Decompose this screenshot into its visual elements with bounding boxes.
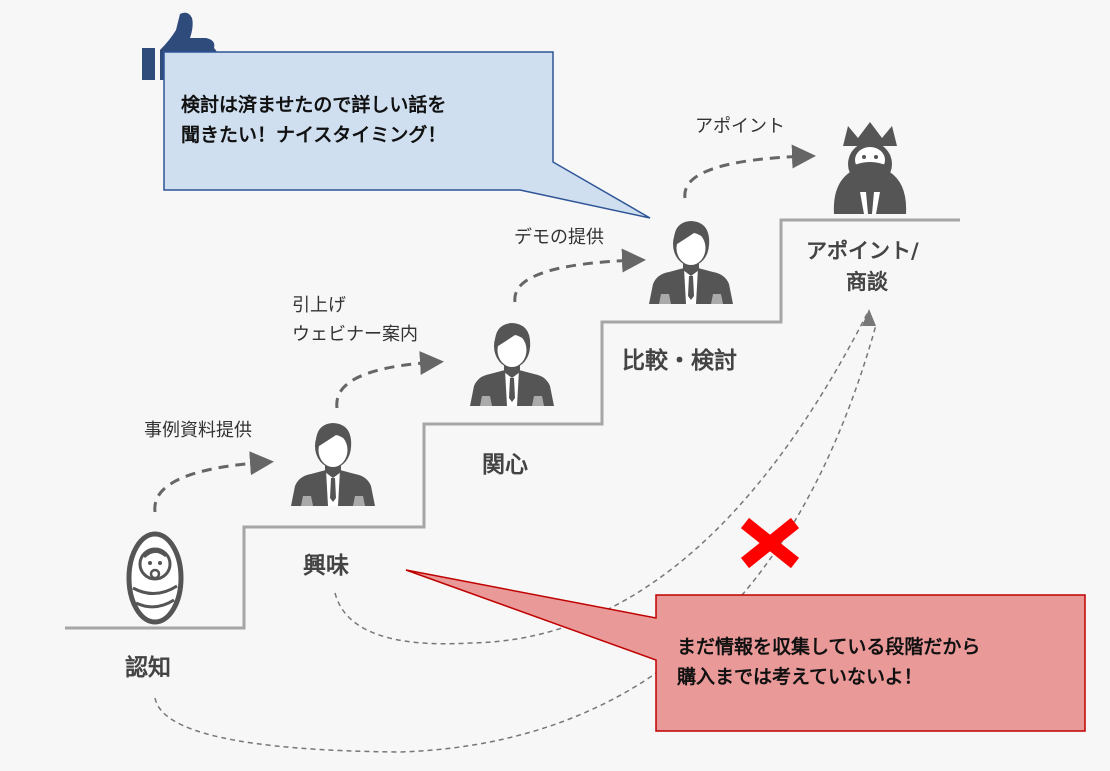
bad-callout-text-line1: まだ情報を収集している段階だから — [677, 636, 981, 658]
stair-line — [65, 218, 960, 630]
skip-path-interest — [334, 311, 869, 645]
arrow-webinar — [335, 351, 444, 409]
bad-callout-bubble — [405, 569, 1086, 732]
arrow-appointment — [683, 144, 816, 199]
skip-path-awareness — [154, 324, 877, 753]
skip-arrowhead — [862, 309, 876, 326]
stage-label-comparison: 比較・検討 — [622, 348, 737, 374]
arrow-case-study — [153, 451, 274, 513]
cross-mark-icon — [740, 517, 800, 569]
action-label-appointment: アポイント — [695, 116, 785, 137]
king-icon — [833, 122, 907, 214]
good-callout-text-line1: 検討は済ませたので詳しい話を — [181, 94, 447, 116]
baby-icon — [126, 531, 184, 625]
stage-label-awareness: 認知 — [125, 655, 171, 681]
good-callout-text-line2: 聞きたい！ナイスタイミング！ — [181, 124, 447, 146]
businessperson-icon-interest — [291, 423, 375, 506]
action-label-webinar-1: 引上げ — [292, 295, 346, 316]
stage-label-attention: 関心 — [482, 452, 528, 478]
businessperson-icon-comparison — [649, 221, 733, 304]
stage-label-interest: 興味 — [303, 553, 349, 579]
good-callout-bubble — [163, 51, 651, 219]
action-label-case-study: 事例資料提供 — [144, 420, 252, 441]
bad-callout-text-line2: 購入までは考えていないよ！ — [677, 666, 923, 688]
businessperson-icon-attention — [470, 323, 554, 406]
action-label-demo: デモの提供 — [514, 227, 604, 248]
stage-label-appointment-2: 商談 — [846, 270, 888, 294]
arrow-demo — [513, 248, 646, 303]
stage-label-appointment-1: アポイント/ — [806, 239, 919, 263]
action-label-webinar-2: ウェビナー案内 — [292, 324, 418, 345]
